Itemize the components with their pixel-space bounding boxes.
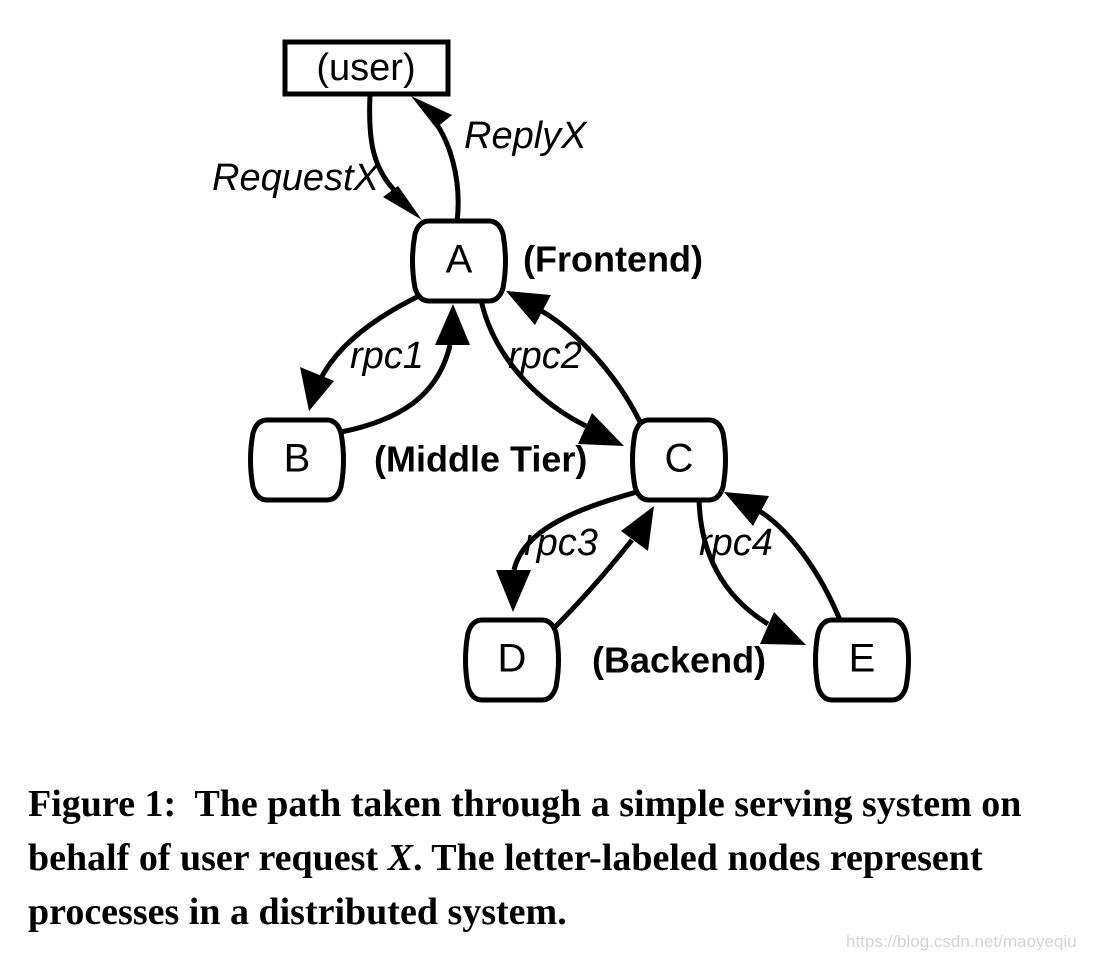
serving-system-diagram: (user) A B C D E RequestX ReplyX [212,39,911,703]
figure-caption: Figure 1: The path taken through a simpl… [28,778,1078,940]
edge-rpc2-out [478,299,624,446]
edge-label-reply-x: ReplyX [464,115,588,157]
edge-reply-x-arrowhead [411,96,452,128]
edge-reply-x [411,96,461,223]
caption-line3: nodes represent processes in a distribut… [28,836,983,933]
edge-rpc2-out-arrowhead [578,413,624,446]
caption-line2-b: . The letter-labeled [412,836,718,879]
tier-label-backend: (Backend) [592,640,766,681]
node-a-shape [410,218,508,304]
edge-rpc4-back [724,492,843,621]
edge-rpc4-out [696,497,806,645]
edge-label-rpc1: rpc1 [350,335,424,377]
node-user-box [282,39,451,97]
edge-rpc2-back-arrowhead [506,291,551,325]
edge-label-rpc3: rpc3 [524,522,598,564]
node-e-label: E [849,637,876,681]
node-c-label: C [665,437,694,481]
caption-line2-a: system on behalf of user request [28,783,1022,879]
caption-line1: The path taken through a simple serving [194,783,853,825]
edge-rpc3-out-path [511,489,638,571]
edge-reply-x-path [430,116,461,223]
node-a-label: A [446,238,473,282]
edge-rpc3-back-arrowhead [621,506,654,551]
node-e[interactable]: E [813,617,911,703]
edge-label-request-x: RequestX [212,157,381,199]
caption-prefix: Figure 1: [28,783,177,825]
node-a[interactable]: A [410,218,508,304]
edge-rpc1-out [300,293,421,411]
tier-label-middle-tier: (Middle Tier) [374,439,587,480]
edge-rpc3-out-arrowhead [496,570,531,612]
node-c-shape [630,417,728,503]
node-e-shape [813,617,911,703]
edge-request-x-arrowhead [383,186,422,220]
node-d-label: D [498,637,527,681]
node-b-label: B [284,437,311,481]
node-d[interactable]: D [463,617,561,703]
edge-rpc1-out-path [317,293,421,382]
edge-rpc2-out-path [478,299,588,429]
edge-rpc4-out-path [696,497,770,627]
edge-rpc3-back [552,506,654,630]
edge-rpc1-back-arrowhead [435,304,470,345]
caption-request-symbol: X [387,836,413,879]
edge-rpc3-out [496,489,638,612]
edge-rpc3-back-path [552,538,634,630]
node-user[interactable]: (user) [282,39,451,97]
node-b-shape [248,417,346,503]
edge-rpc1-back-path [340,344,453,435]
edge-rpc4-out-arrowhead [760,612,806,645]
edge-rpc1-out-arrowhead [300,367,334,411]
watermark-text: https://blog.csdn.net/maoyeqiu [846,932,1077,951]
node-d-shape [463,617,561,703]
edge-request-x-path [367,94,402,198]
edge-rpc1-back [340,304,470,435]
node-user-label: (user) [316,47,415,89]
edge-request-x [367,94,422,220]
edge-rpc4-back-path [756,507,843,621]
node-b[interactable]: B [248,417,346,503]
edge-label-rpc2: rpc2 [508,335,582,377]
node-c[interactable]: C [630,417,728,503]
tier-label-frontend: (Frontend) [523,239,703,280]
edge-label-rpc4: rpc4 [699,522,773,564]
edge-rpc4-back-arrowhead [724,492,769,526]
edge-rpc2-back [506,291,644,426]
edge-rpc2-back-path [538,307,644,426]
